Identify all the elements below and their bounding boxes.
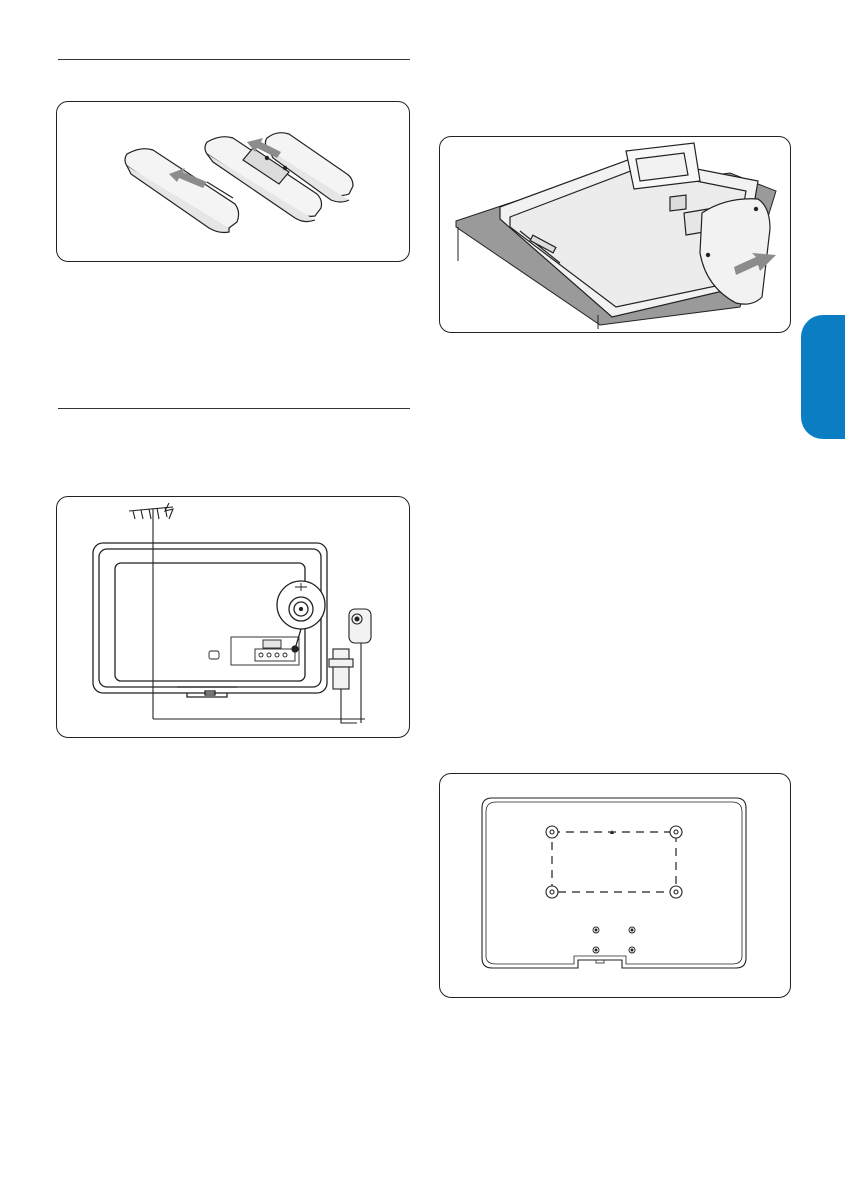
- stand-illustration: [440, 137, 790, 332]
- antenna-connection-figure: [56, 496, 410, 738]
- wall-mount-figure: [439, 773, 791, 998]
- tv-back-outline: [482, 798, 746, 968]
- coax-connector-icon: [329, 649, 357, 723]
- mount-hole-icon: [546, 826, 682, 898]
- section-rule-top: [58, 59, 410, 60]
- stand-removal-figure: [439, 136, 791, 333]
- language-tab: [801, 315, 845, 439]
- battery-marker: [283, 166, 287, 170]
- wall-mount-illustration: [440, 774, 790, 997]
- mount-hole-icon: [593, 927, 635, 953]
- battery-marker: [265, 156, 269, 160]
- mount-pattern: [552, 832, 676, 892]
- connector-panel: [209, 637, 299, 665]
- antenna-illustration: [57, 497, 409, 737]
- section-rule-middle: [58, 408, 410, 409]
- remote-illustration: [57, 102, 409, 261]
- remote-battery-figure: [56, 101, 410, 262]
